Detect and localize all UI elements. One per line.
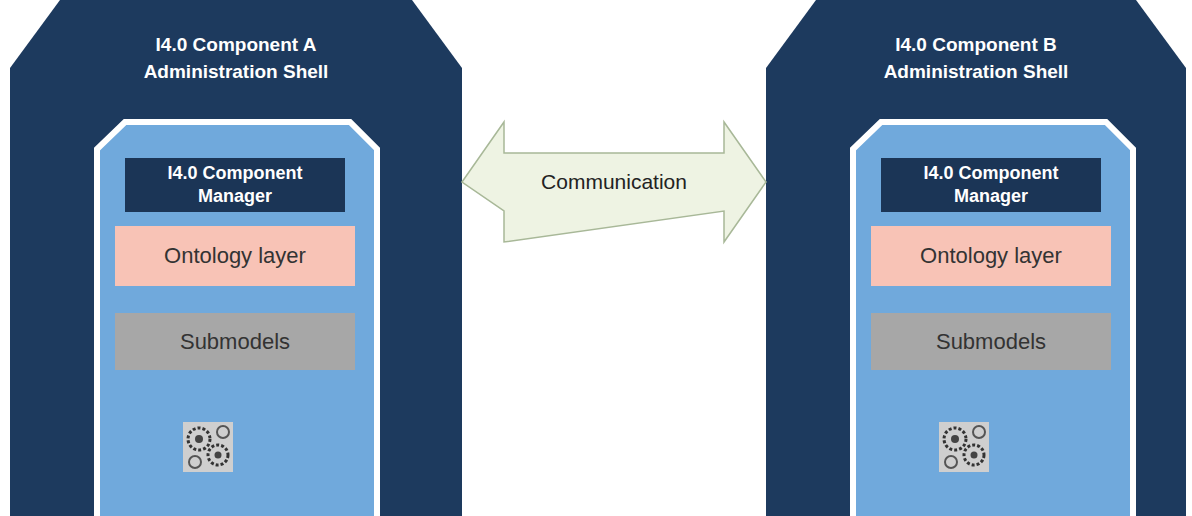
gear [189, 456, 201, 468]
gear-hub [951, 435, 959, 443]
ontology-layer-box: Ontology layer [115, 226, 355, 286]
gear-hub [195, 435, 203, 443]
communication-arrow [462, 122, 766, 242]
box-label: Ontology layer [920, 243, 1062, 269]
gear [188, 428, 210, 450]
gear [944, 428, 966, 450]
edge-label: Communication [541, 170, 687, 194]
box-label: Submodels [180, 329, 290, 355]
administration-shell: I4.0 Component A Administration ShellI4.… [10, 0, 462, 516]
component-manager-box: I4.0 Component Manager [881, 158, 1101, 212]
gear-hub [971, 452, 978, 459]
gear [973, 426, 985, 438]
asset-panel [853, 122, 1133, 516]
illustration-background [183, 422, 233, 472]
submodels-box: Submodels [115, 313, 355, 370]
box-label: Ontology layer [164, 243, 306, 269]
shell-title: I4.0 Component A Administration Shell [116, 31, 356, 85]
gear [945, 456, 957, 468]
box-label: Submodels [936, 329, 1046, 355]
gear [217, 426, 229, 438]
ontology-layer-box: Ontology layer [871, 226, 1111, 286]
gear [964, 445, 984, 465]
shell-title: I4.0 Component B Administration Shell [856, 31, 1096, 85]
gear-hub [215, 452, 222, 459]
machine-illustration [939, 422, 989, 472]
gear [208, 445, 228, 465]
submodels-box: Submodels [871, 313, 1111, 370]
box-label: I4.0 Component Manager [148, 162, 323, 208]
asset-panel [97, 122, 377, 516]
component-manager-box: I4.0 Component Manager [125, 158, 345, 212]
illustration-background [939, 422, 989, 472]
box-label: I4.0 Component Manager [904, 162, 1079, 208]
machine-illustration [183, 422, 233, 472]
